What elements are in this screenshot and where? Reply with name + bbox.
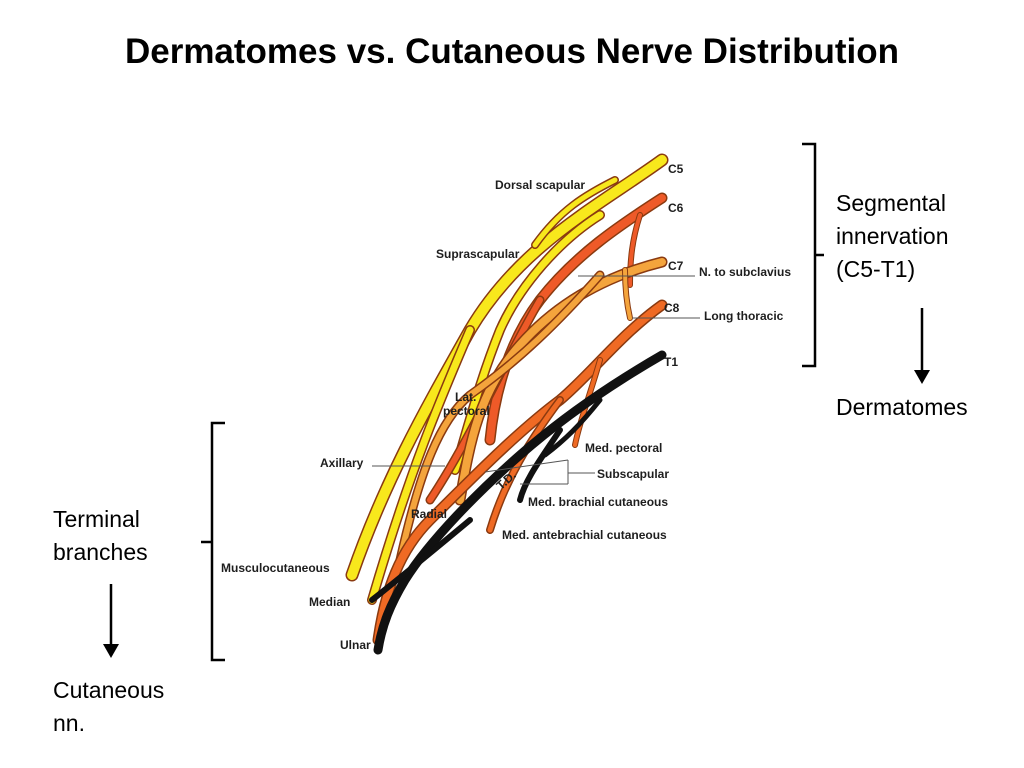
nn-line: nn. — [53, 710, 85, 736]
label-suprascapular: Suprascapular — [436, 247, 520, 261]
label-median: Median — [309, 595, 350, 609]
root-label-c5: C5 — [668, 162, 684, 176]
cutaneous-nn-text: Cutaneous nn. — [53, 674, 164, 740]
terminal-bracket — [201, 421, 225, 662]
label-med-pectoral: Med. pectoral — [585, 441, 662, 455]
label-n-to-subclavius: N. to subclavius — [699, 265, 791, 279]
label-med-brachial-cutaneous: Med. brachial cutaneous — [528, 495, 668, 509]
segmental-line: Segmental — [836, 190, 946, 216]
dermatomes-label: Dermatomes — [836, 394, 968, 420]
slide-title: Dermatomes vs. Cutaneous Nerve Distribut… — [124, 32, 900, 71]
branches-line: branches — [53, 539, 148, 565]
label-ulnar: Ulnar — [340, 638, 371, 652]
c5-t1-line: (C5-T1) — [836, 256, 916, 282]
label-med-antebrachial-cutaneous: Med. antebrachial cutaneous — [502, 528, 667, 542]
innervation-line: innervation — [836, 223, 949, 249]
label-radial: Radial — [411, 507, 447, 521]
label-lat-pectoral-line2: pectoral — [443, 404, 490, 418]
label-lat-pectoral-line1: Lat. — [455, 390, 476, 404]
root-label-c6: C6 — [668, 201, 684, 215]
root-label-c7: C7 — [668, 259, 684, 273]
root-label-t1: T1 — [664, 355, 678, 369]
label-dorsal-scapular: Dorsal scapular — [495, 178, 585, 192]
terminal-branches-text: Terminal branches — [53, 503, 148, 569]
segmental-innervation-text: Segmental innervation (C5-T1) — [836, 187, 949, 286]
t1-root — [373, 350, 667, 655]
cutaneous-line: Cutaneous — [53, 677, 165, 703]
terminal-line: Terminal — [53, 506, 140, 532]
label-axillary: Axillary — [320, 456, 364, 470]
root-label-c8: C8 — [664, 301, 680, 315]
label-long-thoracic: Long thoracic — [704, 309, 784, 323]
label-musculocutaneous: Musculocutaneous — [221, 561, 330, 575]
segmental-bracket — [802, 142, 824, 368]
label-subscapular: Subscapular — [597, 467, 669, 481]
